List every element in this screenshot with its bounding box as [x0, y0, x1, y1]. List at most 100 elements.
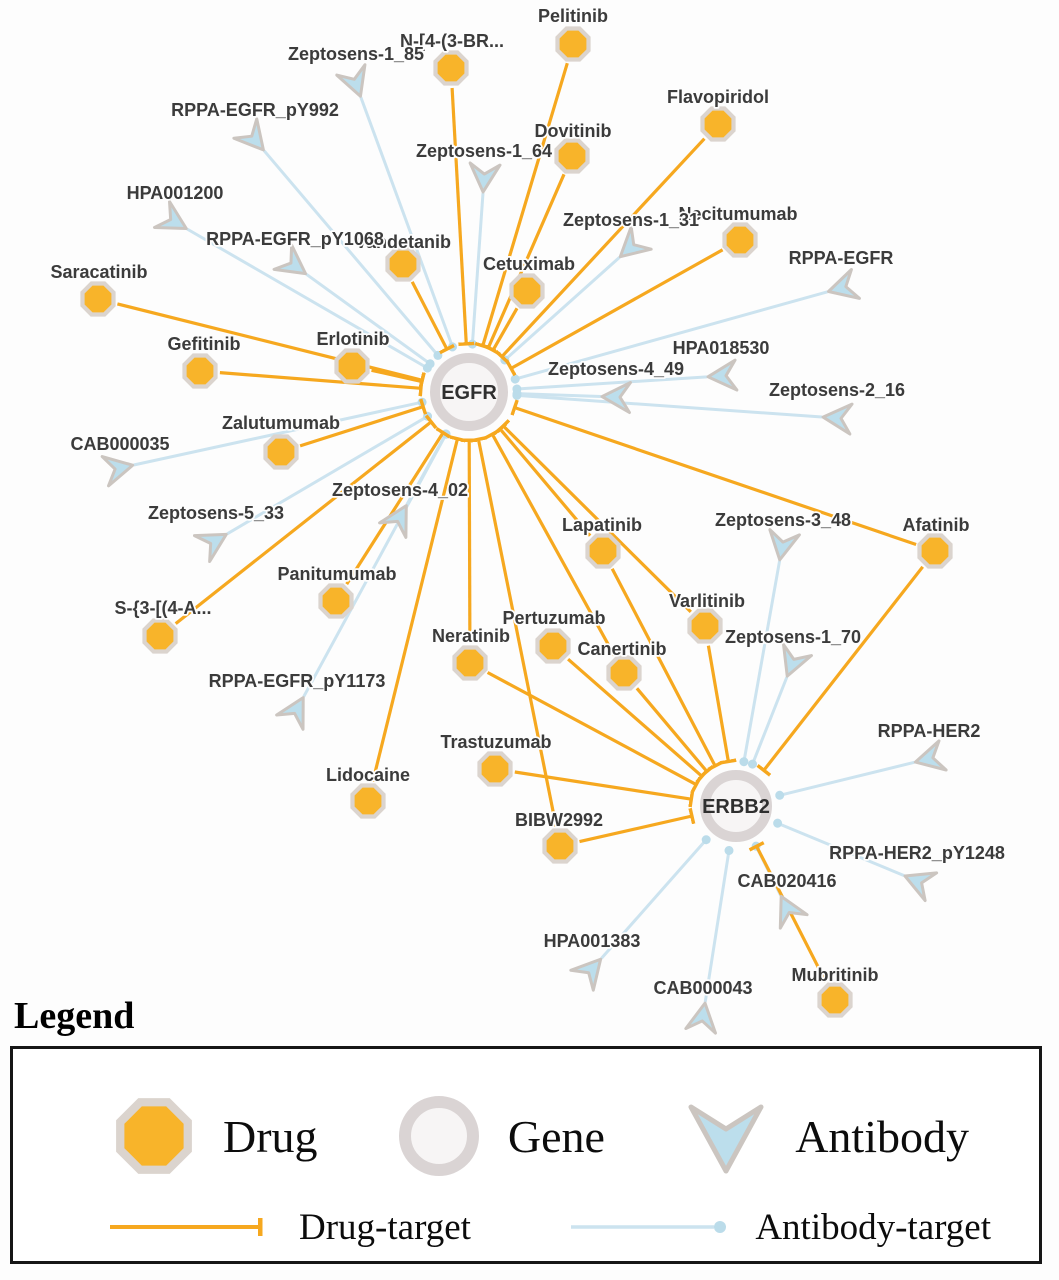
node-layer — [80, 26, 953, 1035]
gene-node-erbb2[interactable] — [700, 770, 772, 842]
antibody-node-rppa_egfr_py992[interactable] — [232, 117, 275, 160]
edge-drug-target-neratinib-erbb2 — [486, 671, 702, 793]
legend-label-drug: Drug — [223, 1110, 318, 1162]
antibody-node-rppa_egfr_py1068[interactable] — [272, 243, 314, 286]
node-label-cab020416: CAB020416 — [737, 871, 836, 891]
antibody-node-cab000043[interactable] — [684, 1001, 720, 1035]
antibody-node-z2_16[interactable] — [821, 402, 854, 436]
drug-node-bibw2992[interactable] — [546, 832, 574, 860]
antibody-node-hpa001200[interactable] — [153, 200, 194, 242]
drug-node-gefitinib[interactable] — [186, 357, 214, 385]
drug-node-erlotinib[interactable] — [338, 352, 366, 380]
antibody-node-rppa_egfr[interactable] — [824, 268, 861, 306]
gene-icon — [398, 1096, 479, 1176]
drug-node-saracatinib[interactable] — [84, 285, 112, 313]
edge-antibody-target-rppa_egfr_py1173-egfr — [302, 429, 451, 698]
node-label-mubritinib: Mubritinib — [792, 965, 879, 985]
drug-node-dovitinib[interactable] — [558, 142, 586, 170]
edge-antibody-target-cab000043-erbb2 — [703, 846, 734, 1003]
edge-antibody-target-z1_70-erbb2 — [748, 676, 789, 769]
node-label-hpa018530: HPA018530 — [673, 338, 770, 358]
node-label-dovitinib: Dovitinib — [535, 121, 612, 141]
antibody-node-hpa018530[interactable] — [706, 358, 739, 392]
edge-drug-target-flavopiridol-egfr — [494, 137, 706, 364]
legend-item-drug-target: Drug-target — [108, 1206, 471, 1249]
drug-node-cetuximab[interactable] — [513, 277, 541, 305]
legend-node-row: Drug Gene Antibody — [13, 1093, 1039, 1179]
drug-node-canertinib[interactable] — [610, 659, 638, 687]
node-label-lidocaine: Lidocaine — [326, 765, 410, 785]
drug-node-lidocaine[interactable] — [354, 787, 382, 815]
antibody-node-z4_49[interactable] — [600, 381, 633, 415]
drug-node-mubritinib[interactable] — [821, 986, 849, 1014]
antibody-target-dot — [714, 1221, 727, 1233]
legend-item-antibody: Antibody — [683, 1093, 969, 1179]
antibody-node-cab000035[interactable] — [100, 451, 136, 488]
edge-drug-target-lapatinib-erbb2 — [610, 567, 723, 772]
antibody-node-cab020416[interactable] — [768, 890, 809, 930]
drug-node-varlitinib[interactable] — [691, 612, 719, 640]
node-label-rppa_egfr_py1173: RPPA-EGFR_pY1173 — [209, 671, 386, 691]
drug-node-vandetanib[interactable] — [389, 250, 417, 278]
antibody-node-z1_31[interactable] — [610, 225, 653, 268]
node-label-z1_85: Zeptosens-1_85 — [288, 44, 424, 64]
edge-drug-target-n4_3br-egfr — [450, 87, 475, 347]
gene-label-egfr: EGFR — [441, 382, 497, 404]
drug-node-zalutumumab[interactable] — [267, 438, 295, 466]
antibody-node-z1_64[interactable] — [468, 161, 502, 194]
antibody-node-rppa_her2_py1248[interactable] — [899, 862, 939, 903]
gene-label-erbb2: ERBB2 — [702, 796, 770, 818]
edge-antibody-target-hpa001200-egfr — [186, 227, 432, 373]
label-layer: EGFRERBB2PelitinibN-[4-(3-BR...Dovitinib… — [49, 4, 1007, 1000]
edge-drug-target-panitumumab-egfr — [345, 426, 451, 585]
drug-node-n4_3br[interactable] — [437, 54, 465, 82]
node-label-s3_4a: S-{3-[(4-A... — [114, 598, 211, 618]
node-label-pertuzumab: Pertuzumab — [502, 608, 605, 628]
edge-drug-target-afatinib-egfr — [510, 399, 917, 547]
drug-node-lapatinib[interactable] — [589, 537, 617, 565]
node-label-z4_49: Zeptosens-4_49 — [548, 359, 684, 379]
antibody-node-z4_02[interactable] — [378, 498, 420, 539]
edge-drug-target-canertinib-erbb2 — [635, 687, 715, 778]
node-label-z5_33: Zeptosens-5_33 — [148, 503, 284, 523]
node-label-hpa001383: HPA001383 — [544, 931, 641, 951]
edge-drug-target-vandetanib-egfr — [410, 281, 455, 355]
antibody-node-z1_85[interactable] — [335, 63, 375, 102]
node-label-rppa_her2: RPPA-HER2 — [878, 721, 981, 741]
drug-node-neratinib[interactable] — [456, 649, 484, 677]
antibody-node-rppa_egfr_py1173[interactable] — [275, 690, 317, 731]
edge-drug-target-lapatinib-egfr — [492, 422, 592, 537]
legend-title: Legend — [14, 995, 135, 1037]
drug-node-pelitinib[interactable] — [559, 30, 587, 58]
drug-icon-body — [124, 1106, 184, 1166]
antibody-node-z3_48[interactable] — [765, 528, 801, 563]
gene-node-egfr[interactable] — [430, 353, 508, 431]
edge-drug-target-s3_4a-egfr — [174, 414, 438, 625]
antibody-node-z1_70[interactable] — [773, 643, 813, 682]
node-label-gefitinib: Gefitinib — [168, 334, 241, 354]
antibody-node-hpa001383[interactable] — [569, 949, 612, 992]
edge-drug-target-bibw2992-egfr — [470, 436, 558, 827]
node-label-varlitinib: Varlitinib — [669, 591, 745, 611]
drug-node-s3_4a[interactable] — [146, 622, 174, 650]
node-label-cetuximab: Cetuximab — [483, 254, 575, 274]
drug-node-afatinib[interactable] — [921, 537, 949, 565]
drug-node-necitumumab[interactable] — [726, 226, 754, 254]
edge-drug-target-pertuzumab-erbb2 — [567, 657, 709, 784]
node-label-z1_70: Zeptosens-1_70 — [725, 627, 861, 647]
antibody-node-rppa_her2[interactable] — [912, 739, 948, 777]
edge-antibody-target-z3_48-erbb2 — [739, 560, 782, 767]
edge-antibody-target-z5_33-egfr — [226, 411, 433, 536]
node-label-necitumumab: Necitumumab — [678, 204, 797, 224]
node-label-vandetanib: Vandetanib — [355, 232, 451, 252]
node-label-trastuzumab: Trastuzumab — [440, 732, 551, 752]
drug-node-pertuzumab[interactable] — [539, 632, 567, 660]
edge-antibody-target-z1_31-egfr — [500, 256, 621, 365]
drug-node-trastuzumab[interactable] — [481, 755, 509, 783]
legend-label-gene: Gene — [507, 1110, 605, 1162]
drug-node-flavopiridol[interactable] — [704, 110, 732, 138]
antibody-node-z5_33[interactable] — [192, 521, 233, 564]
drug-node-panitumumab[interactable] — [322, 587, 350, 615]
edge-drug-target-gefitinib-egfr — [219, 371, 424, 397]
